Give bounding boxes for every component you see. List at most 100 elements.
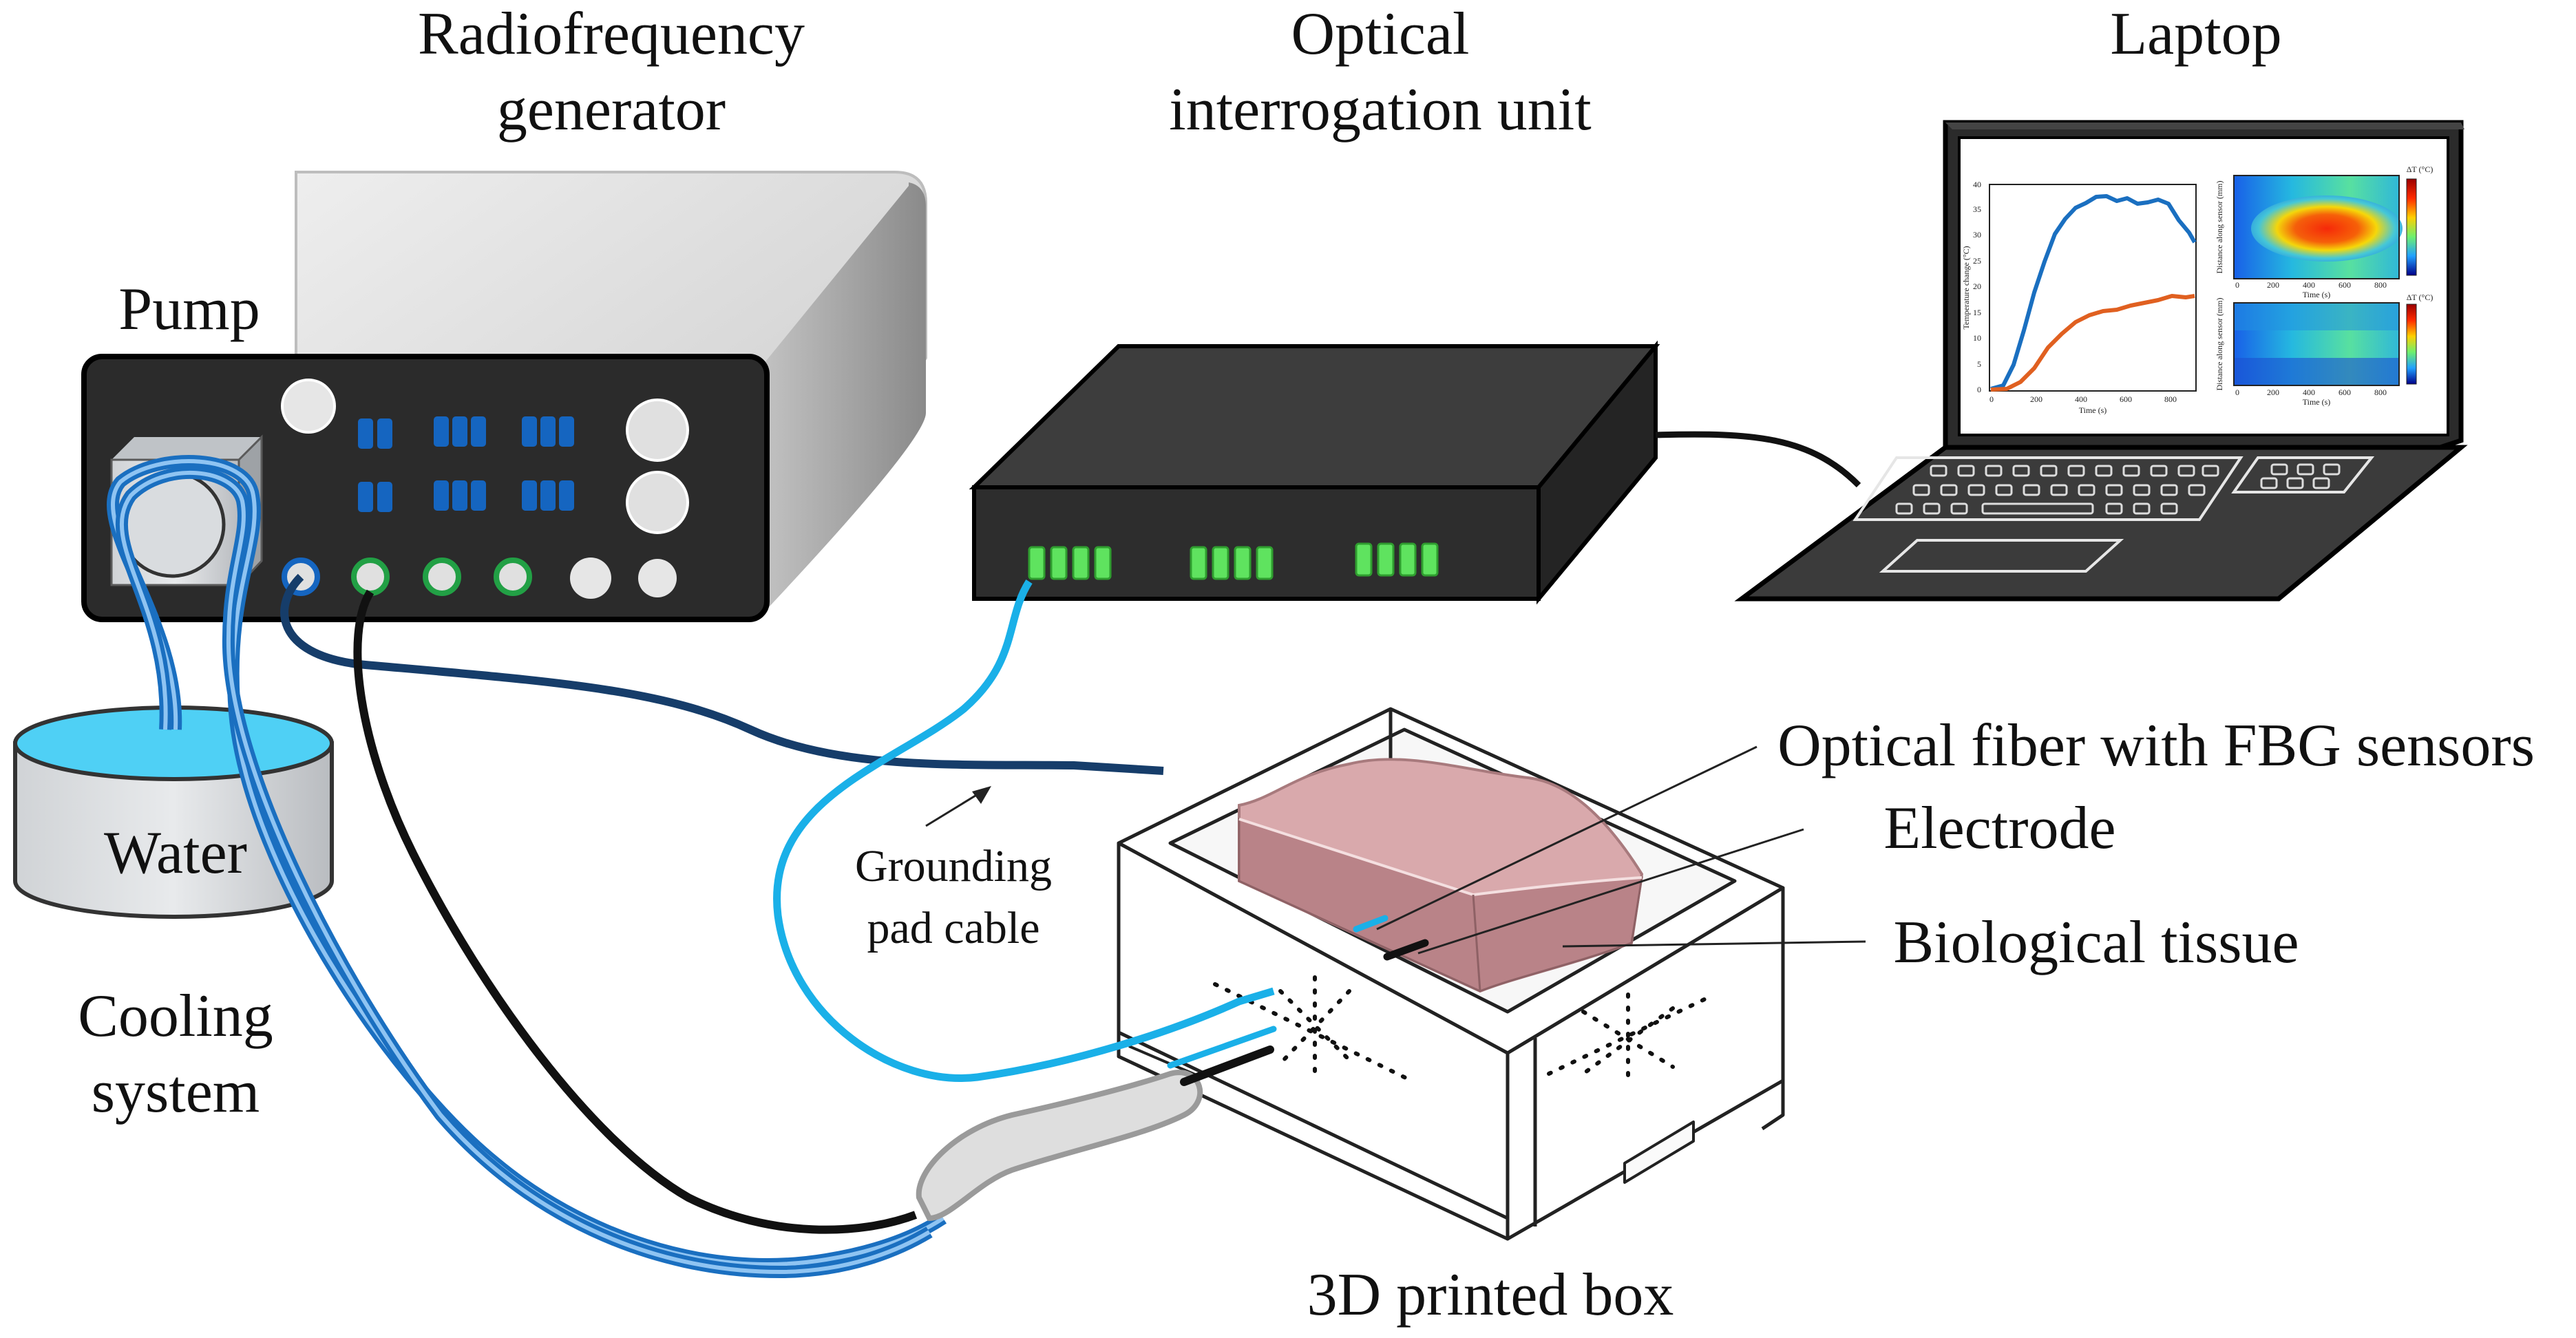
label-optical-unit-line1: Optical — [1291, 1, 1469, 67]
box-slot — [1623, 1121, 1695, 1184]
leader-grounding — [925, 789, 985, 827]
optical-fiber-cable — [773, 580, 1275, 1082]
label-optical-unit-line2: interrogation unit — [1169, 76, 1591, 143]
heatmap-top-xtick: 800 — [2374, 280, 2387, 290]
line-plot-ytick: 10 — [1973, 333, 1981, 343]
usb-cable — [1655, 431, 1861, 488]
colorbar-bottom — [2406, 304, 2417, 385]
power-knob[interactable] — [281, 379, 336, 434]
heatmap-top-xtick: 600 — [2339, 280, 2351, 290]
button-round-2[interactable] — [638, 559, 677, 597]
line-plot-yticks: 0 5 10 15 20 25 30 35 40 — [1973, 180, 1981, 394]
leader-fiber — [1376, 745, 1757, 931]
heatmap-bottom-xlabel: Time (s) — [2303, 397, 2331, 407]
heatmap-top-xtick: 200 — [2267, 280, 2279, 290]
control-knob-lower[interactable] — [626, 471, 689, 534]
line-plot-ytick: 15 — [1973, 308, 1981, 317]
line-plot-ytick: 20 — [1973, 282, 1981, 291]
label-fiber: Optical fiber with FBG sensors — [1777, 712, 2535, 779]
heatmap-top-xtick: 400 — [2303, 280, 2315, 290]
label-water: Water — [104, 820, 247, 886]
colorbar-top — [2406, 178, 2417, 276]
display-digits — [358, 416, 574, 512]
touchpad[interactable] — [1879, 539, 2124, 573]
heatmap-bottom-xticks: 0 200 400 600 800 — [2235, 387, 2387, 397]
label-cooling-line1: Cooling — [78, 983, 273, 1050]
colorbar-top-label: ΔT (°C) — [2407, 164, 2434, 174]
laptop-keys — [1895, 463, 2341, 515]
heatmap-bottom-xtick: 600 — [2339, 387, 2351, 397]
leader-electrode — [1417, 828, 1804, 955]
heatmap-top-ylabel: Distance along sensor (mm) — [2215, 181, 2224, 274]
heatmap-top-xtick: 0 — [2235, 280, 2239, 290]
line-plot-ytick: 25 — [1973, 256, 1981, 266]
sensor-dot-pattern-side — [1547, 992, 1709, 1086]
laptop-base — [1734, 445, 2468, 602]
line-plot-xtick: 200 — [2030, 394, 2042, 404]
labels: Radiofrequency generator Optical interro… — [78, 1, 2535, 1328]
rf-generator — [81, 171, 927, 622]
label-grounding-line1: Grounding — [855, 841, 1052, 891]
label-tissue: Biological tissue — [1893, 909, 2299, 976]
line-plot-xtick: 600 — [2120, 394, 2132, 404]
control-knob-upper[interactable] — [626, 399, 689, 462]
line-plot-xtick: 800 — [2164, 394, 2177, 404]
heatmap-top-xticks: 0 200 400 600 800 — [2235, 280, 2387, 290]
label-laptop: Laptop — [2110, 1, 2281, 67]
fiber-in-tissue — [1353, 915, 1389, 933]
colorbar-bottom-label: ΔT (°C) — [2407, 293, 2434, 302]
label-rf-generator-line2: generator — [497, 76, 726, 143]
heatmap-bottom-xtick: 200 — [2267, 387, 2279, 397]
electrode-needle — [1180, 1045, 1274, 1086]
heatmap-bottom-xtick: 0 — [2235, 387, 2239, 397]
line-plot-ytick: 5 — [1977, 359, 1981, 369]
label-pump: Pump — [118, 276, 260, 343]
fiber-insertion — [1167, 1026, 1277, 1069]
electrode-in-tissue — [1383, 939, 1429, 961]
leader-grounding-arrowhead — [972, 786, 991, 804]
button-round-1[interactable] — [570, 558, 611, 599]
line-plot-ytick: 0 — [1977, 385, 1981, 394]
leader-lines — [925, 745, 1866, 955]
label-box: 3D printed box — [1307, 1262, 1674, 1328]
electrode-cable — [353, 589, 918, 1234]
connector-3 — [423, 558, 461, 596]
line-plot-ylabel: Temperature change (°C) — [1961, 246, 1971, 329]
grounding-pad-cable — [280, 573, 1164, 775]
heatmap-top-xlabel: Time (s) — [2303, 290, 2331, 299]
optical-interrogation-unit — [969, 340, 1660, 605]
line-plot-xticks: 0 200 400 600 800 — [1989, 394, 2177, 404]
line-plot-ytick: 30 — [1973, 230, 1981, 240]
electrode-handle — [916, 1070, 1203, 1222]
screen-heatmap-top: ΔT (°C) Distance along sensor (mm) 0 200… — [2215, 164, 2433, 299]
connector-4 — [494, 558, 532, 596]
screen-heatmap-bottom: ΔT (°C) Distance along sensor (mm) 0 200… — [2215, 293, 2433, 407]
label-grounding-line2: pad cable — [867, 903, 1039, 953]
line-plot-xlabel: Time (s) — [2079, 405, 2107, 415]
laptop: 0 5 10 15 20 25 30 35 40 0 200 400 600 8… — [1734, 120, 2468, 602]
line-plot-ytick: 40 — [1973, 180, 1981, 189]
curve-blue — [1990, 194, 2197, 391]
curve-orange — [1990, 294, 2195, 392]
line-plot-xtick: 0 — [1989, 394, 1994, 404]
screen-line-plot: 0 5 10 15 20 25 30 35 40 0 200 400 600 8… — [1961, 180, 2197, 415]
cooling-tubes — [107, 455, 947, 1279]
leader-tissue — [1562, 940, 1866, 948]
box-front-face — [1117, 841, 1510, 1241]
heatmap-bottom-xtick: 400 — [2303, 387, 2315, 397]
laptop-keyboard — [1852, 456, 2375, 573]
rf-generator-side — [757, 182, 926, 619]
biological-tissue — [1238, 758, 1644, 993]
label-rf-generator-line1: Radiofrequency — [418, 1, 805, 67]
heatmap-bottom-ylabel: Distance along sensor (mm) — [2215, 298, 2224, 391]
sensor-dot-pattern-front — [1213, 975, 1413, 1083]
line-plot-ytick: 35 — [1973, 204, 1981, 214]
heatmap-hot-region — [2251, 195, 2403, 262]
label-electrode: Electrode — [1883, 795, 2115, 862]
label-cooling-line2: system — [92, 1059, 260, 1125]
fbg-channel-leds — [1028, 542, 1439, 580]
heatmap-bottom-xtick: 800 — [2374, 387, 2387, 397]
connector-electrode — [351, 558, 390, 596]
